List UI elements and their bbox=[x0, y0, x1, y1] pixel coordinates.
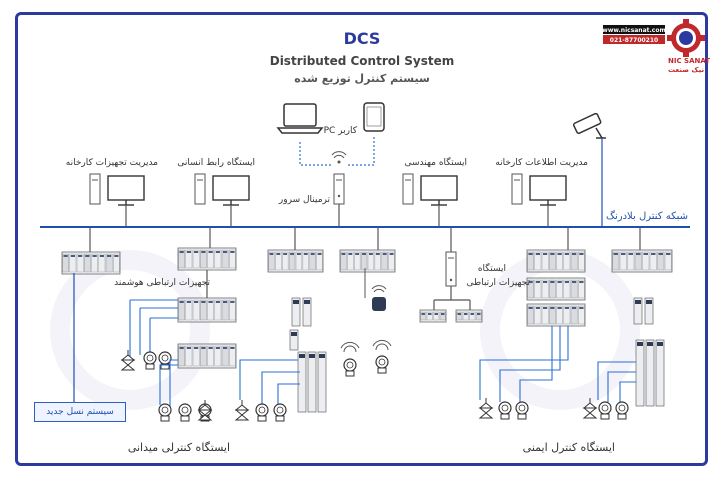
workstation-label-2: ایستگاه مهندسی bbox=[405, 156, 468, 168]
field-wire bbox=[139, 307, 178, 355]
field-wire bbox=[261, 371, 300, 405]
field-control-station-label: ایستگاه کنترلی میدانی bbox=[128, 441, 230, 454]
workstation-label-3: مدیریت اطلاعات کارخانه bbox=[495, 158, 588, 168]
io-module-icon bbox=[291, 297, 301, 327]
new-generation-system-box: سیستم نسل جدید bbox=[34, 402, 126, 422]
workstation-icon: مدیریت تجهیزات کارخانه bbox=[66, 158, 158, 227]
comm-rack-icon bbox=[455, 309, 483, 323]
controller-rack-icon bbox=[339, 249, 396, 273]
logo-brand-fa: نیک صنعت bbox=[668, 66, 704, 74]
io-module-icon bbox=[633, 297, 643, 325]
field-wire bbox=[619, 381, 636, 405]
diagram-frame bbox=[15, 12, 708, 466]
io-module-icon bbox=[307, 351, 317, 413]
field-instrument-icon bbox=[273, 403, 287, 422]
diagram-title: DCS bbox=[344, 29, 381, 48]
field-instrument-icon bbox=[158, 351, 172, 370]
workstation-icon: ایستگاه مهندسی bbox=[402, 156, 468, 227]
workstation-label-1: ایستگاه رابط انسانی bbox=[177, 156, 255, 168]
company-logo: www.nicsanat.com 021-87700210 NIC SANAT … bbox=[602, 19, 710, 74]
comm-station-label-1: ایستگاه bbox=[478, 262, 506, 274]
server-terminal-label: ترمینال سرور bbox=[278, 195, 331, 205]
field-wire bbox=[239, 359, 298, 400]
smart-comm-rack-icon bbox=[61, 251, 121, 275]
safety-control-station-label: ایستگاه کنترل ایمنی bbox=[523, 441, 615, 454]
controller-rack-icon bbox=[267, 249, 324, 273]
new-generation-system-label: سیستم نسل جدید bbox=[46, 407, 114, 417]
logo-brand-en: NIC SANAT bbox=[668, 57, 710, 65]
field-instrument-icon bbox=[498, 401, 512, 420]
logo-phone: 021-87700210 bbox=[610, 37, 658, 44]
field-wire bbox=[129, 299, 178, 358]
io-module-icon bbox=[302, 297, 312, 327]
field-instrument-icon bbox=[158, 403, 172, 422]
field-instrument-icon bbox=[143, 351, 157, 370]
server-terminal-icon bbox=[331, 151, 347, 205]
camera-icon bbox=[573, 112, 606, 139]
controller-rack-icon bbox=[611, 249, 673, 273]
wireless-link-dotted bbox=[299, 142, 332, 166]
workstation-icon: مدیریت اطلاعات کارخانه bbox=[495, 158, 588, 227]
controller-rack-icon bbox=[526, 249, 586, 273]
wireless-instrument-icon bbox=[343, 358, 357, 377]
pc-user-label: PC کاربر bbox=[324, 126, 358, 136]
controller-rack-icon bbox=[177, 297, 237, 323]
field-wire bbox=[607, 371, 636, 402]
comm-rack-icon bbox=[419, 309, 447, 323]
control-valve-icon bbox=[582, 398, 598, 419]
io-module-icon bbox=[645, 339, 655, 407]
io-module-icon bbox=[655, 339, 665, 407]
network-label: شبکه کنترل بلادرنگ bbox=[606, 210, 688, 222]
field-wire bbox=[499, 326, 561, 402]
wireless-gateway-icon bbox=[364, 268, 387, 311]
laptop-icon bbox=[276, 103, 324, 134]
workstation-label-0: مدیریت تجهیزات کارخانه bbox=[66, 158, 158, 168]
control-valve-icon bbox=[120, 350, 136, 371]
io-module-icon bbox=[297, 351, 307, 413]
tablet-icon bbox=[363, 102, 385, 132]
field-wire bbox=[479, 326, 569, 400]
comm-station-icon bbox=[445, 251, 457, 287]
controller-rack-icon bbox=[177, 343, 237, 369]
field-wire bbox=[159, 364, 178, 405]
controller-rack-icon bbox=[526, 277, 586, 301]
io-module-icon bbox=[644, 297, 654, 325]
field-instrument-icon bbox=[598, 401, 612, 420]
io-module-icon bbox=[317, 351, 327, 413]
diagram-subtitle-en: Distributed Control System bbox=[270, 54, 455, 68]
control-valve-icon bbox=[478, 398, 494, 419]
control-valve-icon bbox=[234, 400, 250, 421]
field-wire bbox=[519, 326, 553, 405]
diagram-subtitle-fa: سیستم کنترل توزیع شده bbox=[294, 72, 430, 85]
field-instrument-icon bbox=[178, 403, 192, 422]
controller-rack-icon bbox=[177, 247, 237, 271]
field-wire bbox=[277, 383, 300, 405]
wireless-link-dotted-2 bbox=[348, 137, 375, 166]
gear-logo-icon bbox=[667, 19, 705, 57]
smart-comm-label: تجهیزات ارتباطی هوشمند bbox=[114, 278, 210, 288]
wireless-instrument-icon bbox=[375, 355, 389, 374]
workstation-icon: ایستگاه رابط انسانی bbox=[177, 156, 255, 227]
io-module-icon bbox=[289, 329, 299, 351]
control-valve-icon bbox=[197, 400, 213, 421]
wireless-signal-icon bbox=[340, 341, 360, 353]
field-wire bbox=[597, 361, 636, 400]
field-instrument-icon bbox=[515, 401, 529, 420]
logo-website: www.nicsanat.com bbox=[602, 27, 665, 34]
controller-rack-icon bbox=[526, 303, 586, 327]
field-wire bbox=[169, 359, 178, 410]
field-instrument-icon bbox=[615, 401, 629, 420]
io-module-icon bbox=[635, 339, 645, 407]
comm-station-label-2: تجهیزات ارتباطی bbox=[467, 278, 531, 288]
wireless-signal-icon bbox=[372, 339, 392, 351]
field-instrument-icon bbox=[255, 403, 269, 422]
